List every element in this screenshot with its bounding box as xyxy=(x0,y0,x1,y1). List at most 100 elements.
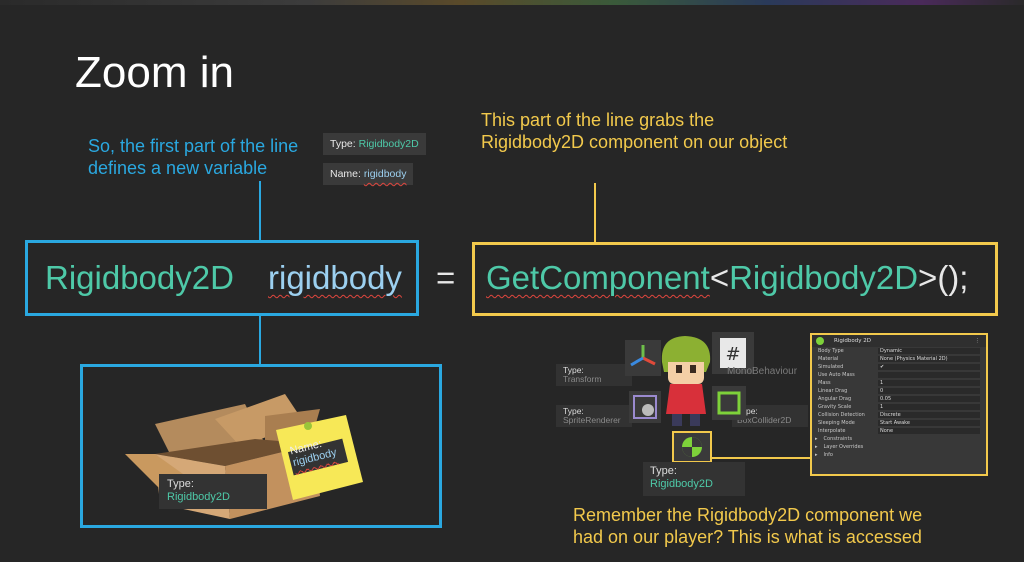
rigidbody-type: Type: Rigidbody2D xyxy=(650,465,713,491)
inspector-header-title: Rigidbody 2D xyxy=(834,338,871,344)
box-collider-type-value: BoxCollider2D xyxy=(737,415,792,425)
code-generic: Rigidbody2D xyxy=(729,259,919,296)
box-opening xyxy=(155,439,315,466)
player-sprite xyxy=(661,336,711,426)
svg-text:#: # xyxy=(725,344,740,365)
declaration-box xyxy=(25,240,419,316)
inspector-row-value[interactable]: 0 xyxy=(878,388,980,394)
right-connector-top xyxy=(594,183,596,243)
inspector-row-key: Material xyxy=(818,356,839,362)
left-annotation-line1: So, the first part of the line xyxy=(88,136,299,156)
inspector-row: Gravity Scale 1 xyxy=(812,403,986,411)
inspector-menu-icon[interactable]: ⋮ xyxy=(974,338,981,344)
code-type: Rigidbody2D xyxy=(45,259,234,296)
name-tag: Name: rigidbody xyxy=(323,163,414,185)
code-variable: rigidbody xyxy=(268,259,402,296)
sprite-renderer-type-label: Type: xyxy=(563,406,584,416)
rigidbody-type-label: Type: xyxy=(650,465,677,477)
box-type-card xyxy=(159,474,267,509)
box-type: Type: Rigidbody2D xyxy=(167,478,230,504)
rigidbody-type-card xyxy=(643,462,745,496)
inspector-row-value[interactable]: Dynamic xyxy=(878,348,980,354)
rigidbody-type-value: Rigidbody2D xyxy=(650,478,713,490)
inspector-row: Use Auto Mass xyxy=(812,371,986,379)
name-tag-value: rigidbody xyxy=(363,168,407,180)
transform-icon xyxy=(625,340,661,376)
inspector-row-key: Sleeping Mode xyxy=(818,420,855,426)
sprite-renderer-type: Type: SpriteRenderer xyxy=(563,407,621,425)
inspector-foldout[interactable]: ▸ Constraints xyxy=(812,435,986,443)
chevron-right-icon: ▸ xyxy=(815,444,818,450)
sprite-renderer-card xyxy=(556,405,632,427)
inspector-row-value[interactable] xyxy=(878,372,980,378)
left-connector-top xyxy=(259,181,261,240)
variable-box-frame xyxy=(80,364,442,528)
box-collider-type-label: Type: xyxy=(737,406,758,416)
transform-type-value: Transform xyxy=(563,374,602,384)
box-flap-back xyxy=(215,394,305,446)
code-lt: < xyxy=(709,259,730,296)
inspector-foldout[interactable]: ▸ Info xyxy=(812,451,986,459)
script-icon: # xyxy=(712,332,754,374)
inspector-row-value[interactable]: ✔ xyxy=(878,364,980,370)
sticky-note-label-bg xyxy=(287,438,349,476)
inspector-header: Rigidbody 2D ⋮ xyxy=(812,335,986,347)
inspector-row: Angular Drag 0.05 xyxy=(812,395,986,403)
inspector-row-key: Angular Drag xyxy=(818,396,852,402)
box-collider-card xyxy=(732,405,808,427)
left-annotation-line2: defines a new variable xyxy=(88,158,268,178)
bottom-annotation-line1: Remember the Rigidbody2D component we xyxy=(573,505,923,525)
inspector-row-key: Gravity Scale xyxy=(818,404,852,410)
inspector-row-value[interactable]: 1 xyxy=(878,380,980,386)
type-tag-value: Rigidbody2D xyxy=(358,138,419,150)
inspector-foldout-label: Info xyxy=(823,452,833,458)
sprite-renderer-type-value: SpriteRenderer xyxy=(563,415,621,425)
inspector-row-value[interactable]: 0.05 xyxy=(878,396,980,402)
inspector-row-value[interactable]: Start Awake xyxy=(878,420,980,426)
inspector-row: Sleeping Mode Start Awake xyxy=(812,419,986,427)
inspector-row-value[interactable]: None xyxy=(878,428,980,434)
inspector-row: Material None (Physics Material 2D) xyxy=(812,355,986,363)
type-tag-label: Type: xyxy=(330,138,356,150)
inspector-row-value[interactable]: 1 xyxy=(878,404,980,410)
left-annotation: So, the first part of the line defines a… xyxy=(88,135,298,179)
box-collider-icon xyxy=(712,386,746,420)
inspector-row-key: Mass xyxy=(818,380,831,386)
inspector-row: Collision Detection Discrete xyxy=(812,411,986,419)
inspector-row: Simulated ✔ xyxy=(812,363,986,371)
rigidbody-connector-line xyxy=(712,457,810,459)
code-equals: = xyxy=(436,259,456,296)
rigidbody-icon xyxy=(682,437,702,457)
inspector-foldout[interactable]: ▸ Layer Overrides xyxy=(812,443,986,451)
inspector-row-key: Simulated xyxy=(818,364,844,370)
pin-icon xyxy=(304,422,312,430)
inspector-row-value[interactable]: None (Physics Material 2D) xyxy=(878,356,980,362)
code-method: GetComponent xyxy=(486,259,710,296)
transform-card xyxy=(556,364,632,386)
right-annotation-line1: This part of the line grabs the xyxy=(481,110,715,130)
inspector-row-value[interactable]: Discrete xyxy=(878,412,980,418)
inspector-row: Body Type Dynamic xyxy=(812,347,986,355)
box-type-label: Type: xyxy=(167,478,194,490)
slide-title: Zoom in xyxy=(75,48,234,97)
chevron-right-icon: ▸ xyxy=(815,436,818,442)
inspector-foldout-label: Constraints xyxy=(823,436,853,442)
box-collider-type: Type: BoxCollider2D xyxy=(737,407,791,425)
right-annotation: This part of the line grabs the Rigidbod… xyxy=(481,109,787,153)
inspector-row: Mass 1 xyxy=(812,379,986,387)
code-expression: GetComponent<Rigidbody2D>(); xyxy=(486,259,968,297)
right-annotation-line2: Rigidbody2D component on our object xyxy=(481,132,788,152)
inspector-rigidbody-icon xyxy=(816,337,824,345)
inspector-row-key: Use Auto Mass xyxy=(818,372,855,378)
transform-type-label: Type: xyxy=(563,365,584,375)
chevron-right-icon: ▸ xyxy=(815,452,818,458)
inspector-row-key: Body Type xyxy=(818,348,844,354)
code-tail: >(); xyxy=(918,259,969,296)
inspector-row-key: Collision Detection xyxy=(818,412,865,418)
bottom-annotation-line2: had on our player? This is what is acces… xyxy=(573,527,922,547)
getcomponent-box xyxy=(472,242,998,316)
sprite-renderer-icon xyxy=(629,391,661,423)
